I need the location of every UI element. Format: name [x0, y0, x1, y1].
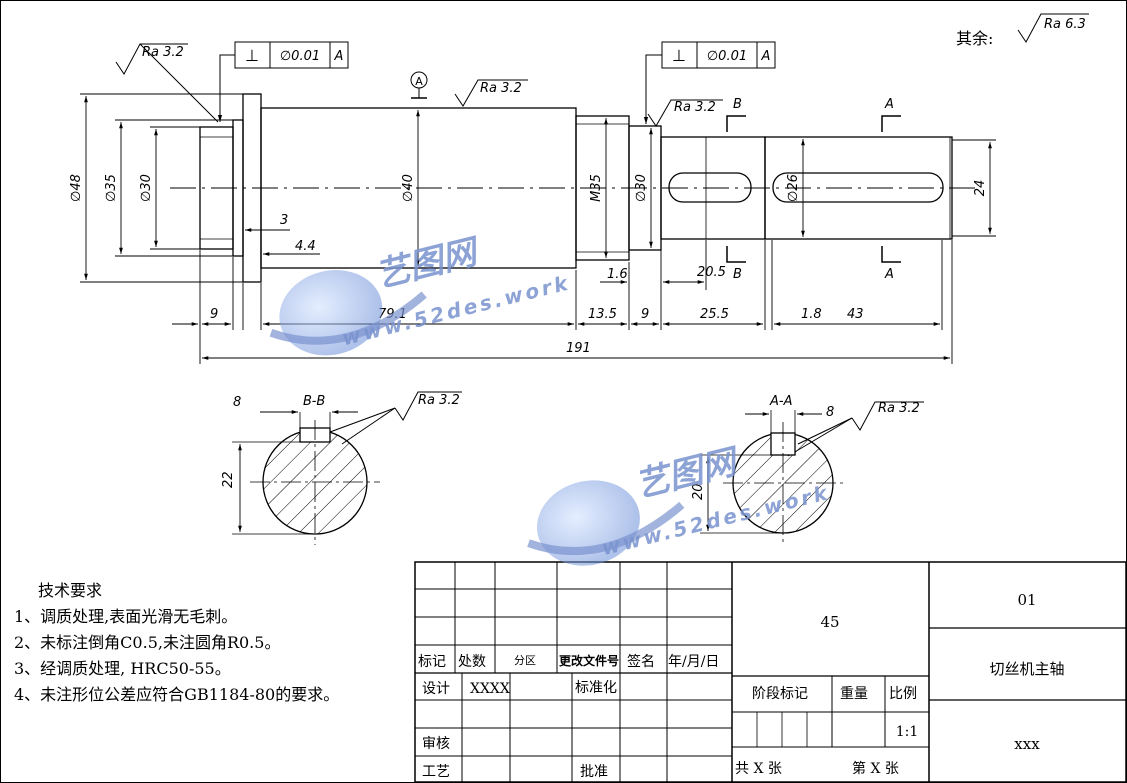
title-block-texts: 45 01 切丝机主轴 xxx 标记 处数 分区 更改文件号 签名 年/月/日 …: [418, 591, 1065, 780]
dim-1-6: 1.6: [607, 267, 628, 282]
cut-a-bottom: A: [884, 267, 894, 282]
header-date: 年/月/日: [668, 654, 719, 670]
cut-b-bottom: B: [733, 267, 742, 282]
watermark-logo-text: 艺图网: [631, 441, 744, 506]
dim-4-4: 4.4: [295, 239, 316, 254]
section-cut-markers: [726, 115, 901, 263]
material: 45: [820, 613, 839, 631]
roughness-body: Ra 3.2: [480, 81, 522, 96]
cut-a-top: A: [884, 97, 894, 112]
roughness-symbols: [115, 13, 1089, 457]
dim-d48: ∅48: [69, 174, 84, 202]
header-sign: 签名: [627, 653, 655, 670]
dim-1-8: 1.8: [801, 307, 822, 322]
section-aa: A-A 8 20: [691, 394, 845, 545]
section-bb-height: 22: [221, 471, 236, 488]
svg-text:⊥: ⊥: [672, 46, 686, 65]
label-stage: 阶段标记: [752, 686, 808, 702]
globe-logo-icon: [279, 270, 383, 356]
dim-43: 43: [847, 307, 864, 322]
roughness-shoulder: Ra 3.2: [674, 100, 716, 115]
sheet-number: 第 X 张: [852, 760, 899, 777]
tech-item-1: 1、调质处理,表面光滑无毛刺。: [14, 607, 237, 626]
label-design: 设计: [422, 681, 450, 697]
label-process: 工艺: [422, 764, 450, 780]
svg-text:A: A: [334, 49, 344, 64]
tolerance-frame-right: ⊥ ∅0.01 A: [643, 41, 776, 124]
section-cut-labels: B B A A: [733, 97, 894, 282]
tech-requirements: 技术要求 1、调质处理,表面光滑无毛刺。 2、未标注倒角C0.5,未注圆角R0.…: [14, 581, 339, 704]
dim-191: 191: [566, 341, 591, 356]
datum-a-symbol: A: [410, 71, 428, 99]
part-name: 切丝机主轴: [989, 660, 1064, 678]
label-approve: 批准: [580, 764, 608, 780]
title-block-grid: [414, 561, 1127, 783]
dim-d35: ∅35: [104, 174, 119, 202]
roughness-texts: Ra 3.2 Ra 3.2 Ra 3.2 Ra 3.2 Ra 3.2 其余: R…: [142, 17, 1086, 416]
designer-name: XXXX: [470, 681, 510, 697]
section-bb-width: 8: [233, 395, 241, 410]
watermark-1: 艺图网 www.52des.work: [269, 231, 573, 356]
globe-logo-icon: [536, 480, 640, 566]
section-aa-height: 20: [691, 483, 706, 500]
main-dimension-lines: [80, 93, 996, 364]
dim-9-left: 9: [210, 307, 218, 322]
label-weight: 重量: [840, 686, 868, 702]
dim-d26: ∅26: [786, 174, 801, 202]
label-check: 审核: [422, 736, 450, 752]
section-aa-title: A-A: [769, 394, 792, 409]
section-bb-title: B-B: [303, 394, 325, 409]
watermark-logo-text: 艺图网: [372, 231, 485, 296]
tech-item-2: 2、未标注倒角C0.5,未注圆角R0.5。: [14, 633, 280, 652]
roughness-bb: Ra 3.2: [418, 393, 460, 408]
section-bb: B-B 8 22: [221, 394, 380, 545]
header-zone: 分区: [514, 654, 536, 667]
dim-d30-shoulder: ∅30: [634, 174, 649, 202]
header-mark: 标记: [418, 654, 446, 670]
label-standardize: 标准化: [575, 680, 617, 696]
main-dimension-texts: ∅48 ∅35 ∅30 ∅40 M35 ∅30 ∅26 24 3 4.4 9 7…: [69, 174, 988, 356]
svg-text:A: A: [761, 49, 771, 64]
label-scale: 比例: [889, 686, 917, 702]
svg-text:⊥: ⊥: [245, 46, 259, 65]
tech-item-3: 3、经调质处理, HRC50-55。: [14, 659, 231, 678]
roughness-default-label: 其余:: [956, 29, 993, 48]
roughness-flange: Ra 3.2: [142, 45, 184, 60]
svg-text:∅0.01: ∅0.01: [707, 49, 747, 64]
company-name: xxx: [1014, 735, 1040, 753]
dim-d40: ∅40: [401, 174, 416, 202]
dim-3: 3: [280, 213, 288, 228]
svg-text:∅0.01: ∅0.01: [280, 49, 320, 64]
svg-text:A: A: [415, 75, 423, 88]
drawing-number: 01: [1017, 591, 1036, 609]
roughness-default-value: Ra 6.3: [1044, 17, 1086, 32]
dim-9-mid: 9: [641, 307, 649, 322]
dim-m35: M35: [589, 174, 604, 202]
sheets-total: 共 X 张: [735, 761, 782, 777]
dim-d30-flange: ∅30: [139, 174, 154, 202]
dim-25-5: 25.5: [700, 307, 729, 322]
roughness-aa: Ra 3.2: [878, 401, 920, 416]
tech-title: 技术要求: [38, 581, 102, 600]
dim-13-5: 13.5: [588, 307, 617, 322]
header-count: 处数: [458, 654, 486, 670]
header-doc: 更改文件号: [559, 653, 619, 668]
scale-value: 1:1: [896, 724, 919, 740]
section-aa-width: 8: [826, 405, 834, 420]
tolerance-frame-left: ⊥ ∅0.01 A: [217, 41, 349, 122]
dim-20-5: 20.5: [697, 265, 726, 280]
tech-item-4: 4、未注形位公差应符合GB1184-80的要求。: [14, 685, 339, 704]
cut-b-top: B: [733, 97, 742, 112]
dim-24: 24: [973, 180, 988, 197]
